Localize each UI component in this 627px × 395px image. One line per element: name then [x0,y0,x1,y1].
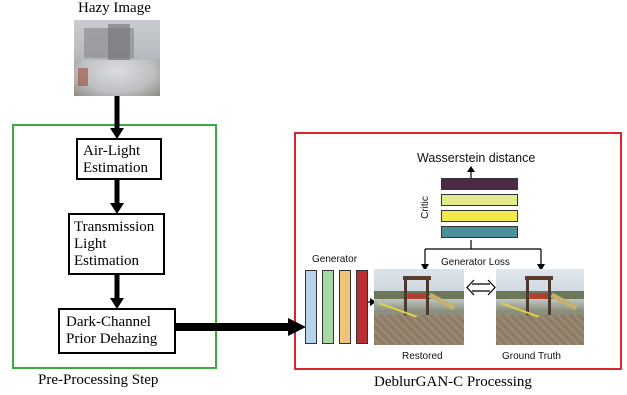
ground-truth-image [496,269,584,345]
generator-layer [339,270,351,344]
transmission-light-estimation-box: Transmission Light Estimation [68,213,165,275]
critic-layer [441,194,518,206]
bidirectional-arrow-icon [466,279,496,296]
wasserstein-distance-label: Wasserstein distance [417,151,536,165]
deblurgan-caption: DeblurGAN-C Processing [374,374,532,390]
dark-channel-line1: Dark-Channel [66,314,151,330]
critic-label: Critic [419,196,431,219]
ground-truth-label: Ground Truth [502,351,561,362]
generator-layer [356,270,368,344]
air-light-estimation-box: Air-Light Estimation [76,138,162,180]
air-light-line1: Air-Light [83,143,141,159]
critic-layer [441,178,518,190]
transmission-line2: Light [74,236,107,252]
transmission-line3: Estimation [74,253,139,269]
arrowhead-airlight [110,128,124,139]
dark-channel-prior-dehazing-box: Dark-Channel Prior Dehazing [58,308,176,354]
arrowhead-transmission [110,203,124,214]
dark-channel-line2: Prior Dehazing [66,331,158,347]
preprocessing-caption: Pre-Processing Step [38,372,159,388]
restored-image [374,269,464,345]
critic-layer [441,226,518,238]
transmission-line1: Transmission [74,219,155,235]
arrowhead-generator [288,318,306,336]
generator-layer [305,270,317,344]
arrowhead-darkchannel [110,298,124,309]
generator-layer [322,270,334,344]
hazy-image-label: Hazy Image [78,0,151,16]
critic-layer [441,210,518,222]
generator-loss-label: Generator Loss [441,257,510,268]
air-light-line2: Estimation [83,160,148,176]
deblurgan-frame [294,132,622,370]
generator-label: Generator [312,254,358,265]
restored-label: Restored [402,351,443,362]
hazy-image [74,20,160,96]
